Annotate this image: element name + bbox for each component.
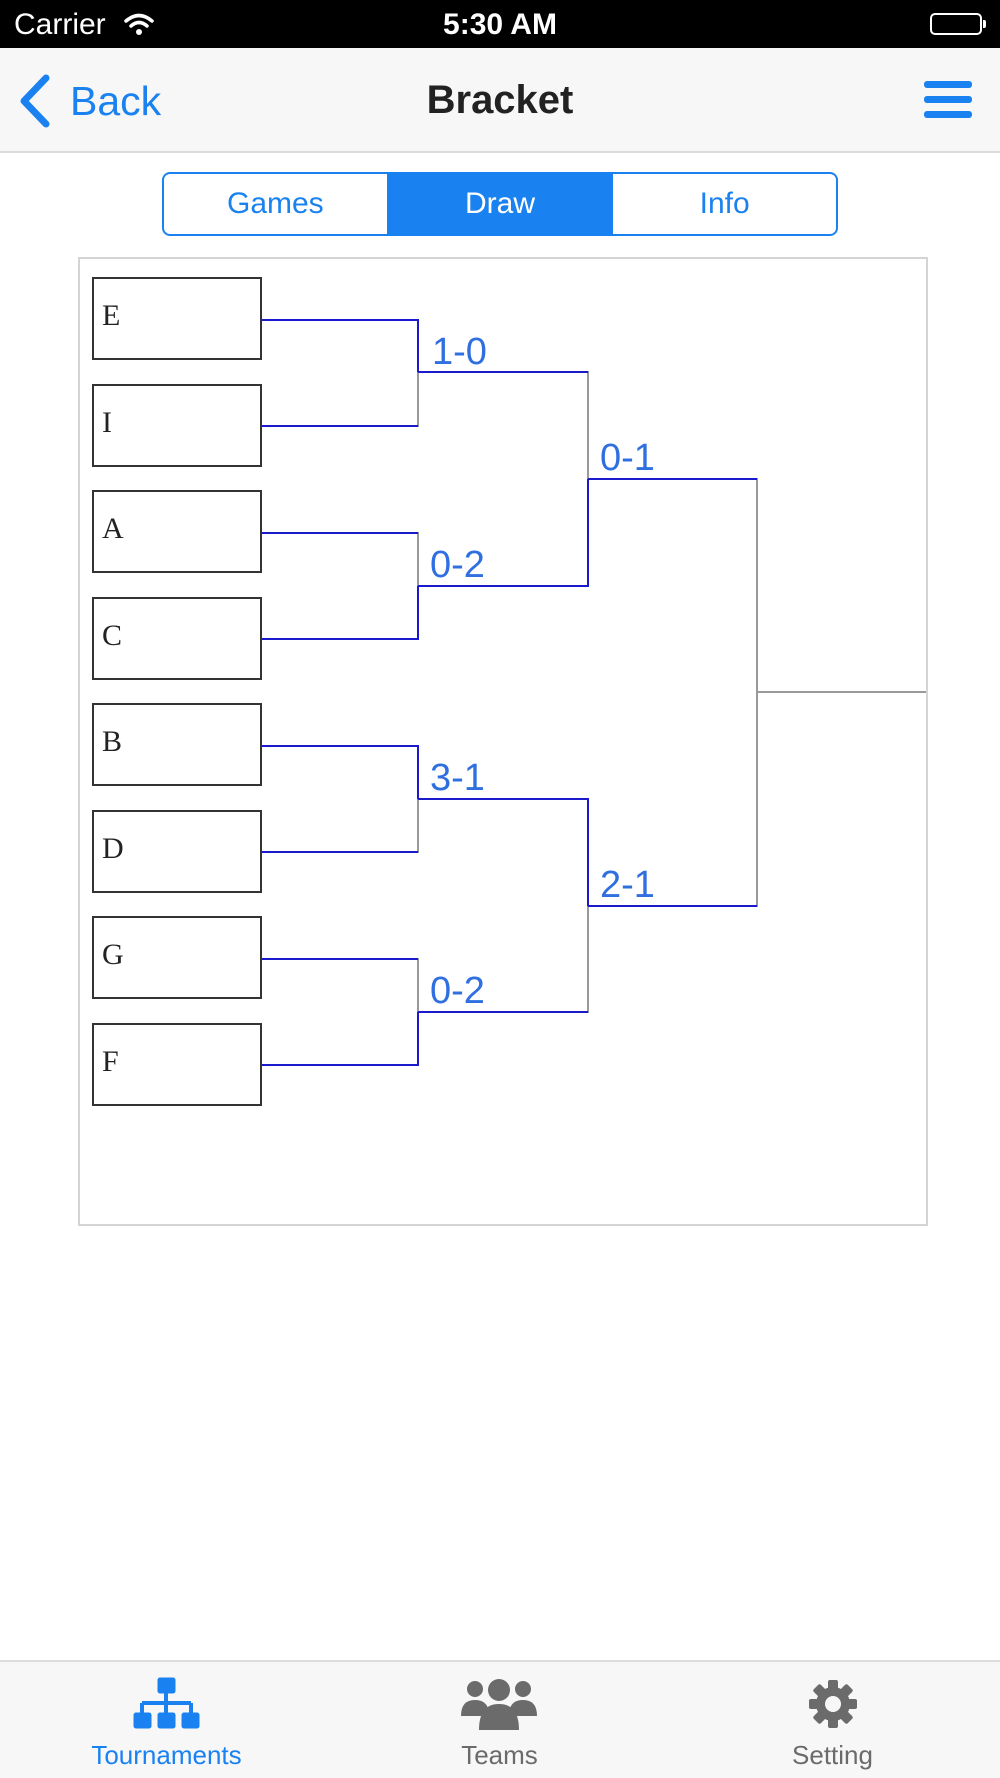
navigation-bar: Back Bracket	[0, 48, 1000, 153]
segment-info[interactable]: Info	[611, 174, 836, 234]
tab-bar: Tournaments Teams	[0, 1660, 1000, 1778]
team-slot[interactable]: I	[92, 384, 262, 467]
match-score[interactable]: 1-0	[432, 331, 487, 373]
team-slot[interactable]: E	[92, 277, 262, 360]
tab-label: Tournaments	[91, 1740, 242, 1770]
team-slot[interactable]: F	[92, 1023, 262, 1106]
match-score[interactable]: 0-1	[600, 437, 655, 479]
match-score[interactable]: 0-2	[430, 970, 485, 1012]
tab-label: Teams	[461, 1740, 538, 1770]
segment-games[interactable]: Games	[226, 187, 324, 220]
match-score[interactable]: 3-1	[430, 757, 485, 799]
team-slot[interactable]: D	[92, 810, 262, 893]
menu-icon	[924, 81, 972, 88]
chevron-left-icon	[20, 74, 50, 128]
bracket-view: E I A C B D G F 1-0 0-2 3-1 0-2 0-1 2-1	[78, 257, 928, 1226]
team-slot[interactable]: C	[92, 597, 262, 680]
status-bar: Carrier 5:30 AM	[0, 0, 1000, 48]
team-slot[interactable]: B	[92, 703, 262, 786]
tab-teams[interactable]: Teams	[333, 1662, 666, 1778]
segment-draw[interactable]: Draw	[386, 174, 612, 234]
wifi-icon	[124, 10, 154, 44]
page-title: Bracket	[426, 78, 574, 122]
team-slot[interactable]: G	[92, 916, 262, 999]
gear-icon	[666, 1676, 999, 1732]
view-segmented-control: Games Draw Info	[162, 172, 838, 236]
match-score[interactable]: 0-2	[430, 544, 485, 586]
tab-tournaments[interactable]: Tournaments	[0, 1662, 333, 1778]
carrier-label: Carrier	[14, 8, 106, 41]
status-time: 5:30 AM	[443, 8, 557, 41]
tab-setting[interactable]: Setting	[666, 1662, 999, 1778]
teams-icon	[333, 1676, 666, 1732]
back-button[interactable]: Back	[18, 72, 161, 130]
bracket-lines	[262, 319, 926, 1066]
match-score[interactable]: 2-1	[600, 864, 655, 906]
tournament-icon	[0, 1676, 333, 1732]
back-label: Back	[70, 77, 162, 124]
menu-button[interactable]	[924, 81, 972, 121]
team-slot[interactable]: A	[92, 490, 262, 573]
tab-label: Setting	[792, 1740, 873, 1770]
battery-icon	[930, 13, 986, 35]
